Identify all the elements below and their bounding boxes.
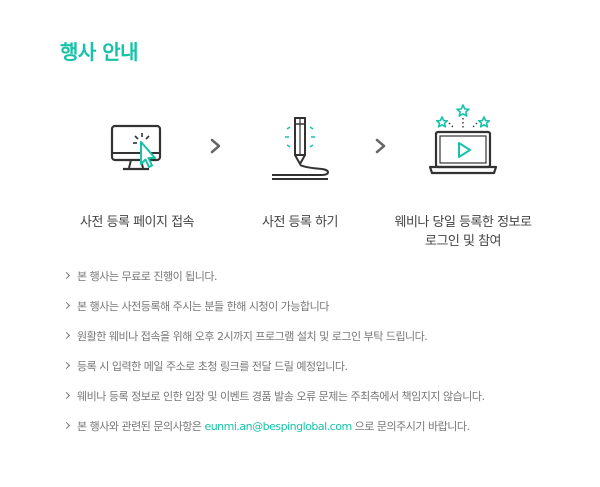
contact-prefix: 본 행사와 관련된 문의사항은 [77,420,205,433]
chevron-right-icon [375,138,386,154]
list-item: 등록 시 입력한 메일 주소로 초청 링크를 전달 드릴 예정입니다. [64,358,485,374]
notice-list: 본 행사는 무료로 진행이 됩니다. 본 행사는 사전등록해 주시는 분들 한해… [64,268,485,434]
step-label-line1: 웨비나 당일 등록한 정보로 [394,215,532,230]
page-title: 행사 안내 [60,40,139,64]
step-registration-page: 사전 등록 페이지 접속 [47,105,227,232]
monitor-click-icon [47,105,227,195]
list-item: 본 행사는 사전등록해 주시는 분들 한해 시청이 가능합니다 [64,298,485,314]
step-label: 웨비나 당일 등록한 정보로 로그인 및 참여 [373,213,553,251]
step-join-webinar: 웨비나 당일 등록한 정보로 로그인 및 참여 [373,104,553,251]
chevron-right-icon [210,138,221,154]
step-label: 사전 등록 페이지 접속 [79,215,195,230]
list-item-contact: 본 행사와 관련된 문의사항은 eunmi.an@bespinglobal.co… [64,418,485,434]
list-item: 웨비나 등록 정보로 인한 입장 및 이벤트 경품 발송 오류 문제는 주최측에… [64,388,485,404]
list-item: 본 행사는 무료로 진행이 됩니다. [64,268,485,284]
list-item: 원활한 웨비나 접속을 위해 오후 2시까지 프로그램 설치 및 로그인 부탁 … [64,328,485,344]
laptop-play-icon [373,104,553,195]
pen-signature-icon [210,105,390,195]
step-label-line2: 로그인 및 참여 [424,234,502,249]
step-pre-register: 사전 등록 하기 [210,105,390,232]
contact-suffix: 으로 문의주시기 바랍니다. [351,420,470,433]
step-label: 사전 등록 하기 [261,215,339,230]
contact-email-link[interactable]: eunmi.an@bespinglobal.com [204,420,352,433]
